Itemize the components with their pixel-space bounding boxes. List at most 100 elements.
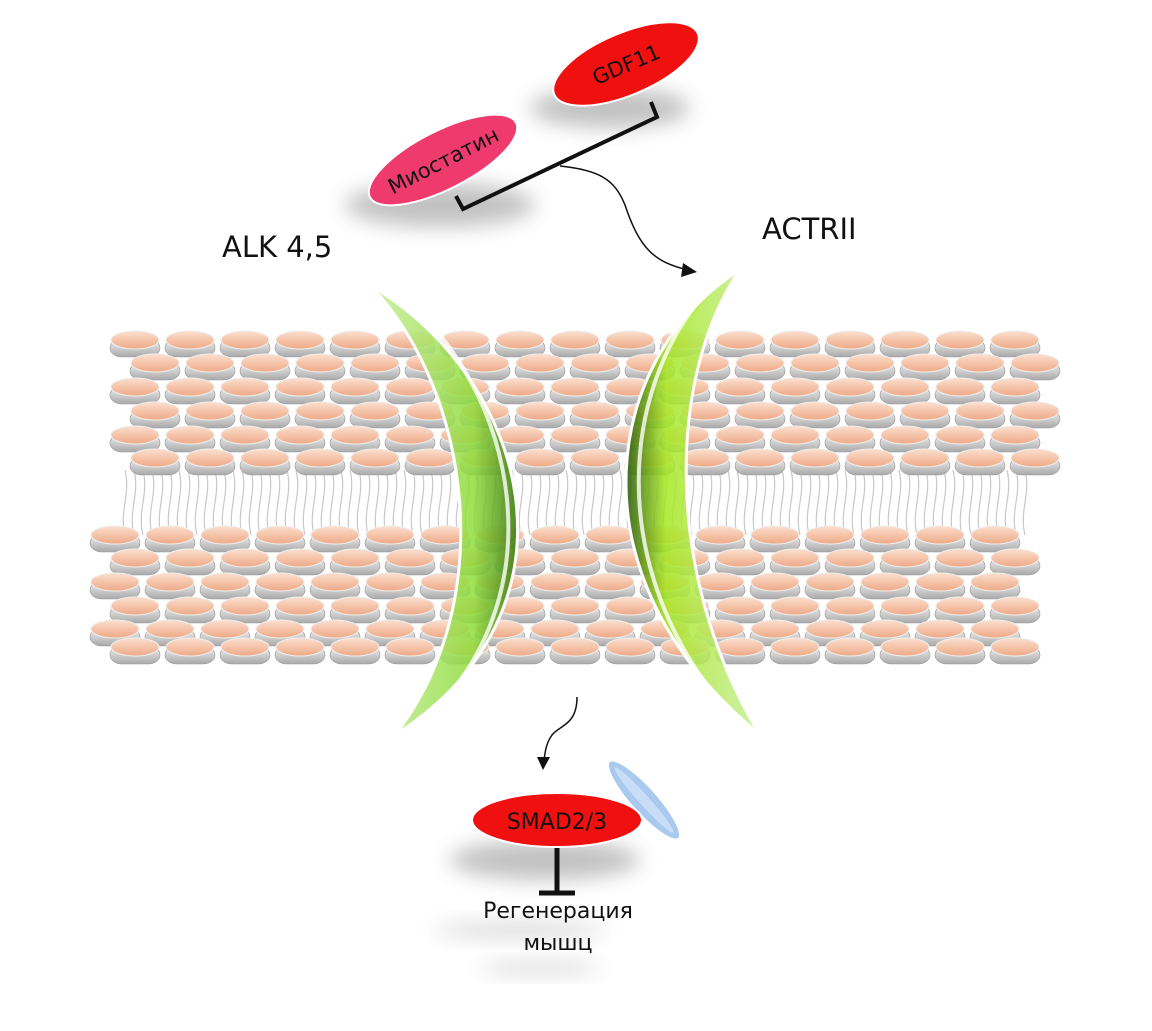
lipid-head bbox=[859, 572, 911, 600]
lipid-head bbox=[274, 637, 326, 665]
lipid-head bbox=[824, 637, 876, 665]
lipid-tail bbox=[851, 469, 857, 536]
outcome-line2: мышц bbox=[523, 931, 592, 956]
lipid-head bbox=[1009, 401, 1061, 429]
lipid-head bbox=[549, 637, 601, 665]
lipid-tail bbox=[581, 469, 587, 536]
lipid-head bbox=[239, 353, 291, 381]
lipid-tail bbox=[689, 469, 695, 536]
lipid-head bbox=[364, 572, 416, 600]
lipid-tail bbox=[203, 469, 209, 536]
lipid-head bbox=[144, 525, 196, 553]
lipid-head bbox=[549, 548, 601, 576]
lipid-head bbox=[584, 525, 636, 553]
lipid-tail bbox=[995, 469, 1001, 536]
lipid-head bbox=[824, 330, 876, 358]
lipid-head bbox=[274, 330, 326, 358]
lipid-head bbox=[604, 637, 656, 665]
lipid-head bbox=[384, 596, 436, 624]
lipid-head bbox=[914, 525, 966, 553]
lipid-head bbox=[989, 425, 1041, 453]
lipid-head bbox=[349, 353, 401, 381]
lipid-tail bbox=[347, 469, 353, 536]
lipid-tail bbox=[383, 469, 389, 536]
lipid-head bbox=[734, 448, 786, 476]
lipid-tail bbox=[338, 469, 344, 536]
lipid-head bbox=[294, 353, 346, 381]
lipid-head bbox=[384, 637, 436, 665]
lipid-head bbox=[679, 448, 731, 476]
smad-label: SMAD2/3 bbox=[507, 810, 607, 835]
lipid-head bbox=[879, 377, 931, 405]
lipid-head bbox=[989, 637, 1041, 665]
myostatin-oval bbox=[367, 113, 519, 207]
lipid-head bbox=[529, 572, 581, 600]
lipid-head bbox=[769, 548, 821, 576]
lipid-tail bbox=[356, 469, 362, 536]
lipid-tail bbox=[230, 469, 236, 536]
lipid-tail bbox=[977, 469, 983, 536]
lipid-head bbox=[184, 401, 236, 429]
lipid-tail bbox=[185, 469, 191, 536]
lipid-head bbox=[879, 637, 931, 665]
lipid-head bbox=[384, 377, 436, 405]
lipid-tail bbox=[887, 469, 893, 536]
lipid-head bbox=[164, 377, 216, 405]
lipid-tail bbox=[572, 469, 578, 536]
alk45-label: ALK 4,5 bbox=[222, 230, 332, 264]
lipid-head bbox=[749, 572, 801, 600]
lipid-head bbox=[329, 548, 381, 576]
lipid-head bbox=[254, 525, 306, 553]
lipid-head bbox=[604, 596, 656, 624]
lipid-head bbox=[109, 425, 161, 453]
lipid-tail bbox=[743, 469, 749, 536]
lipid-tail bbox=[221, 469, 227, 536]
lipid-tail bbox=[302, 469, 308, 536]
lipid-head bbox=[239, 448, 291, 476]
lipid-tail bbox=[437, 469, 443, 536]
lipid-head bbox=[789, 353, 841, 381]
lipid-head bbox=[384, 548, 436, 576]
lipid-tail bbox=[401, 469, 407, 536]
lipid-head bbox=[329, 596, 381, 624]
lipid-head bbox=[844, 448, 896, 476]
receptor-actrii bbox=[624, 268, 762, 737]
lipid-tail bbox=[986, 469, 992, 536]
lipid-head bbox=[714, 548, 766, 576]
lipid-head bbox=[329, 425, 381, 453]
lipid-tail bbox=[365, 469, 371, 536]
ligand-bracket bbox=[454, 101, 660, 212]
lipid-head bbox=[549, 596, 601, 624]
lipid-head bbox=[309, 525, 361, 553]
lipid-head bbox=[514, 448, 566, 476]
lipid-head bbox=[109, 548, 161, 576]
lipid-head bbox=[934, 377, 986, 405]
lipid-head bbox=[109, 596, 161, 624]
lipid-head bbox=[219, 377, 271, 405]
lipid-head bbox=[824, 377, 876, 405]
lipid-head bbox=[879, 330, 931, 358]
lipid-head bbox=[824, 596, 876, 624]
lipid-head bbox=[569, 353, 621, 381]
lipid-head bbox=[164, 548, 216, 576]
lipid-tail bbox=[842, 469, 848, 536]
lipid-tail bbox=[1022, 469, 1028, 536]
lipid-head bbox=[989, 377, 1041, 405]
lipid-tail bbox=[149, 469, 155, 536]
lipid-head bbox=[419, 525, 471, 553]
lipid-head bbox=[89, 525, 141, 553]
lipid-tail bbox=[752, 469, 758, 536]
lipid-tail bbox=[131, 469, 137, 536]
gdf11-oval bbox=[552, 21, 700, 107]
lipid-tail bbox=[761, 469, 767, 536]
signal-arrow bbox=[543, 696, 578, 761]
lipid-tail bbox=[968, 469, 974, 536]
lipid-head bbox=[109, 637, 161, 665]
lipid-head bbox=[694, 525, 746, 553]
lipid-tail bbox=[608, 469, 614, 536]
lipid-tail bbox=[1004, 469, 1010, 536]
lipid-head bbox=[989, 330, 1041, 358]
lipid-head bbox=[714, 425, 766, 453]
lipid-tail bbox=[329, 469, 335, 536]
